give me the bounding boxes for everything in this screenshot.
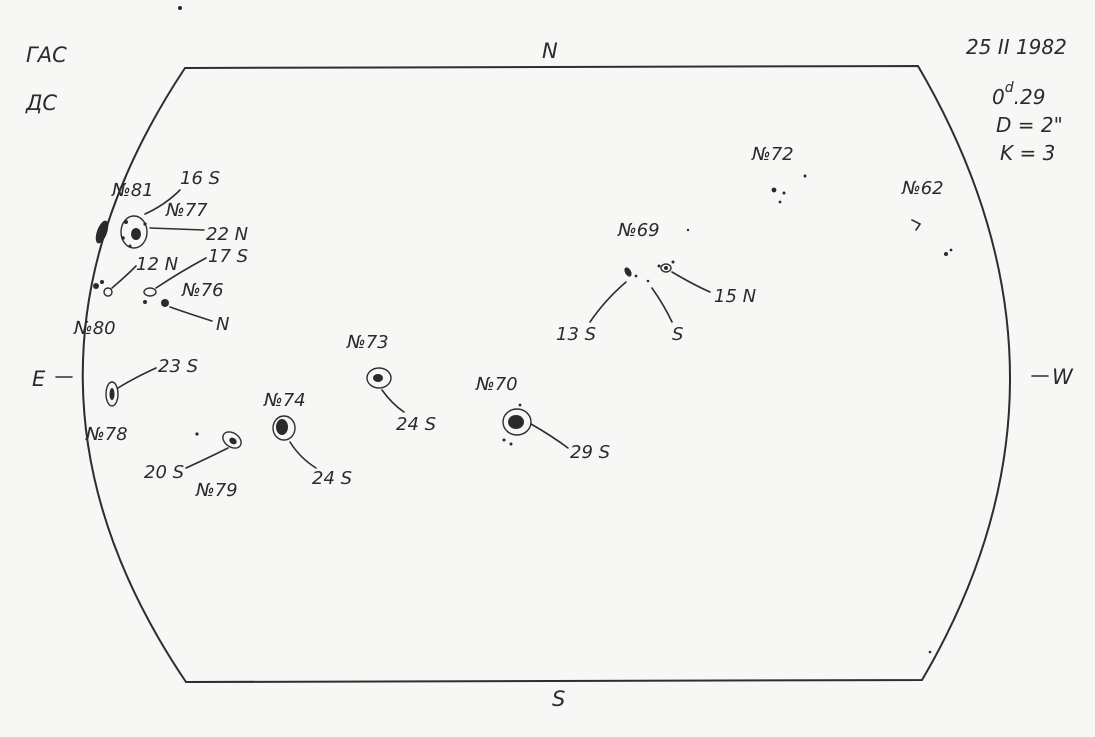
group-80-latitude: 12 N — [136, 254, 178, 275]
group-78-latitude: 23 S — [158, 356, 198, 377]
group-74-leader — [289, 441, 317, 469]
group-73-spots — [366, 367, 392, 389]
west-label: W — [1052, 365, 1074, 389]
group-73-number: №73 — [346, 332, 389, 353]
group-80-leader — [111, 265, 137, 289]
group-72-number: №72 — [751, 144, 794, 165]
group-69-leader-s1 — [589, 281, 627, 323]
group-77-number: №77 — [165, 200, 208, 221]
group-77-latitude: 22 N — [206, 224, 248, 245]
group-72-spots — [771, 174, 807, 204]
east-label: E — [32, 367, 46, 391]
time-sup: d — [1005, 80, 1014, 96]
group-74-number: №74 — [263, 390, 306, 411]
group-69-leader-n — [671, 271, 711, 293]
group-77-leader — [149, 227, 205, 231]
group-70-number: №70 — [475, 374, 518, 395]
group-76-latitude-n: N — [216, 314, 229, 335]
group-76-spots — [143, 287, 169, 307]
group-69-leader-s2 — [651, 287, 673, 323]
group-81-latitude: 16 S — [180, 168, 220, 189]
group-78-spots — [105, 381, 119, 407]
time-day: 0 — [992, 85, 1005, 109]
observatory-label: ГАС — [26, 43, 67, 67]
disk-frame — [81, 64, 1011, 684]
group-73-leader — [381, 389, 405, 413]
time-frac: .29 — [1014, 85, 1046, 109]
date-label: 25 II 1982 — [966, 35, 1067, 59]
group-70-latitude: 29 S — [570, 442, 610, 463]
group-74-spots — [272, 415, 296, 441]
speck — [178, 6, 182, 10]
group-78-leader — [117, 367, 157, 389]
station-label: ДС — [25, 91, 57, 115]
group-62-number: №62 — [901, 178, 944, 199]
group-70-leader — [530, 423, 569, 449]
group-76-latitude: 17 S — [208, 246, 248, 267]
group-76-number: №76 — [181, 280, 224, 301]
group-80-number: №80 — [73, 318, 116, 339]
group-81-number: №81 — [111, 180, 154, 201]
group-80-spots — [93, 280, 113, 297]
time-label: 0d.29 — [992, 80, 1045, 109]
group-79-spots — [195, 431, 242, 449]
group-73-latitude: 24 S — [396, 414, 436, 435]
group-70-spots — [502, 403, 532, 446]
group-79-latitude: 20 S — [144, 462, 184, 483]
group-69-latitude-s1: 13 S — [556, 324, 596, 345]
group-62-spots — [911, 219, 953, 256]
seeing-label: D = 2" — [996, 113, 1063, 137]
speck — [928, 650, 932, 654]
group-69-latitude-s2: S — [672, 324, 683, 345]
group-76-leader-n — [169, 306, 213, 322]
quality-label: K = 3 — [1000, 141, 1055, 165]
group-69-spots — [624, 260, 675, 283]
group-69-latitude-n: 15 N — [714, 286, 756, 307]
north-label: N — [542, 39, 558, 63]
south-label: S — [552, 687, 565, 711]
group-79-leader — [185, 447, 229, 469]
group-78-number: №78 — [85, 424, 128, 445]
group-81-spots — [95, 215, 148, 249]
group-69-number: №69 — [617, 220, 660, 241]
group-76-leader-s — [155, 257, 207, 289]
group-79-number: №79 — [195, 480, 238, 501]
speck — [686, 228, 690, 232]
group-81-leader — [144, 189, 181, 215]
group-74-latitude: 24 S — [312, 468, 352, 489]
